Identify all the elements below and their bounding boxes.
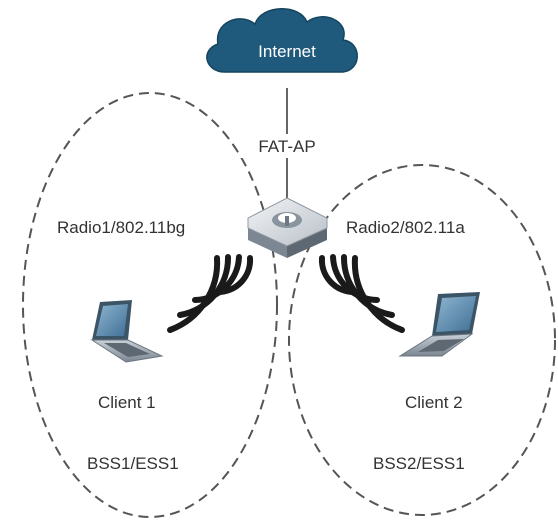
radio2-wireless-signal-icon bbox=[318, 254, 405, 333]
internet-label: Internet bbox=[258, 42, 316, 61]
ap-label: FAT-AP bbox=[258, 137, 315, 156]
access-point-icon bbox=[247, 197, 328, 258]
bss1-label: BSS1/ESS1 bbox=[87, 454, 179, 473]
client2-label: Client 2 bbox=[405, 393, 463, 412]
cloud-icon bbox=[206, 8, 358, 73]
bss2-boundary bbox=[288, 164, 556, 516]
radio2-label: Radio2/802.11a bbox=[346, 218, 465, 237]
radio1-label: Radio1/802.11bg bbox=[57, 218, 185, 237]
client1-laptop-icon bbox=[90, 300, 164, 363]
bss1-boundary bbox=[22, 92, 278, 518]
client1-label: Client 1 bbox=[98, 393, 156, 412]
client2-laptop-icon bbox=[398, 292, 480, 357]
bss2-label: BSS2/ESS1 bbox=[373, 454, 465, 473]
ap-label-bg bbox=[240, 134, 334, 158]
radio1-wireless-signal-icon bbox=[167, 254, 254, 333]
